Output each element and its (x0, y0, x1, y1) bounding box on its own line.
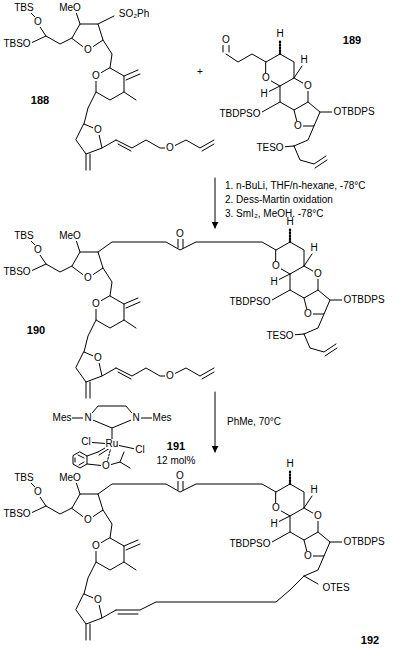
atom-label: Cl (80, 437, 91, 447)
bond-line (272, 229, 344, 334)
atom-label: H (285, 459, 294, 469)
bond-line (215, 178, 216, 228)
atom-label: O (33, 245, 43, 255)
bond-line (30, 240, 140, 398)
atom-label: H (285, 217, 294, 227)
bond-line (62, 418, 162, 419)
atom-label: O (165, 143, 175, 153)
compound-number: 191 (166, 441, 186, 452)
reaction-condition: 1. n-BuLi, THF/n-hexane, -78°C (224, 181, 367, 191)
bond-line (88, 418, 136, 428)
reaction-condition: 2. Dess-Martin oxidation (224, 195, 334, 205)
atom-label: TESO (255, 143, 284, 153)
compound-number: 188 (30, 95, 50, 106)
atom-label: H (259, 89, 268, 99)
atom-label: Cl (134, 445, 145, 455)
atom-label: TBSO (2, 509, 31, 519)
atom-label: + (196, 67, 204, 77)
bond-line (73, 452, 87, 468)
atom-label: O (93, 595, 103, 605)
atom-label: H (309, 243, 318, 253)
bond-line (272, 471, 344, 576)
atom-label: TBDPSO (218, 109, 261, 119)
atom-label: MeO (58, 473, 82, 483)
atom-label: TBS (13, 231, 34, 241)
atom-label: TBS (13, 473, 34, 483)
atom-label: O (33, 17, 43, 27)
atom-label: O (83, 515, 93, 525)
bond-line (215, 392, 216, 452)
atom-label: H (309, 485, 318, 495)
atom-label: O (91, 541, 101, 551)
atom-label: O (91, 71, 101, 81)
compound-number: 189 (342, 35, 362, 46)
bond-line (88, 406, 136, 418)
atom-label: OTBDPS (342, 537, 385, 547)
atom-label: O (293, 121, 303, 131)
atom-label: TESO (265, 331, 294, 341)
atom-label: H (275, 29, 284, 39)
atom-label: Ru (105, 439, 120, 449)
bond-line (98, 238, 276, 252)
atom-label: O (93, 125, 103, 135)
bond-line (304, 576, 318, 584)
atom-label: OTBDPS (332, 107, 375, 117)
bond-line (223, 44, 266, 62)
atom-label: O (261, 73, 271, 83)
atom-label: O (303, 81, 313, 91)
atom-label: TBSO (2, 267, 31, 277)
atom-label: O (271, 503, 281, 513)
atom-label: O (33, 487, 43, 497)
atom-label: N (83, 413, 92, 423)
atom-label: H (269, 277, 278, 287)
reaction-condition: PhMe, 70°C (226, 417, 282, 427)
atom-label: OTES (321, 583, 350, 593)
atom-label: O (165, 371, 175, 381)
atom-label: Mes (52, 413, 73, 423)
atom-label: O (83, 273, 93, 283)
atom-label: O (91, 299, 101, 309)
bond-line (282, 146, 327, 168)
atom-label: TBSO (2, 39, 31, 49)
atom-label: O (303, 551, 313, 561)
atom-label: H (299, 55, 308, 65)
bond-line (75, 455, 84, 465)
atom-label: O (175, 229, 185, 239)
bond-line (30, 482, 140, 640)
bond-line (87, 452, 98, 456)
bond-line (30, 12, 140, 170)
atom-label: MeO (58, 3, 82, 13)
atom-label: TBS (13, 3, 34, 13)
atom-label: O (175, 471, 185, 481)
atom-label: SO₂Ph (118, 9, 151, 19)
bond-line (262, 41, 334, 146)
atom-label: O (221, 35, 231, 45)
atom-label: MeO (58, 231, 82, 241)
atom-label: O (83, 45, 93, 55)
atom-label: H (269, 519, 278, 529)
compound-number: 192 (360, 635, 380, 646)
atom-label: O (313, 269, 323, 279)
bond-line (98, 16, 114, 24)
compound-number: 190 (26, 325, 46, 336)
atom-label: Mes (152, 413, 173, 423)
atom-label: O (313, 511, 323, 521)
atom-label: TBDPSO (228, 539, 271, 549)
reaction-condition: 3. SmI₂, MeOH, -78°C (224, 209, 324, 219)
bond-line (98, 480, 276, 494)
atom-label: 12 mol% (156, 456, 197, 466)
bond-line (292, 334, 337, 356)
atom-label: O (303, 309, 313, 319)
atom-label: O (101, 461, 111, 471)
atom-label: OTBDPS (342, 295, 385, 305)
bond-line (116, 576, 304, 614)
atom-label: O (271, 261, 281, 271)
atom-label: O (93, 353, 103, 363)
atom-label: N (131, 413, 140, 423)
atom-label: TBDPSO (228, 297, 271, 307)
